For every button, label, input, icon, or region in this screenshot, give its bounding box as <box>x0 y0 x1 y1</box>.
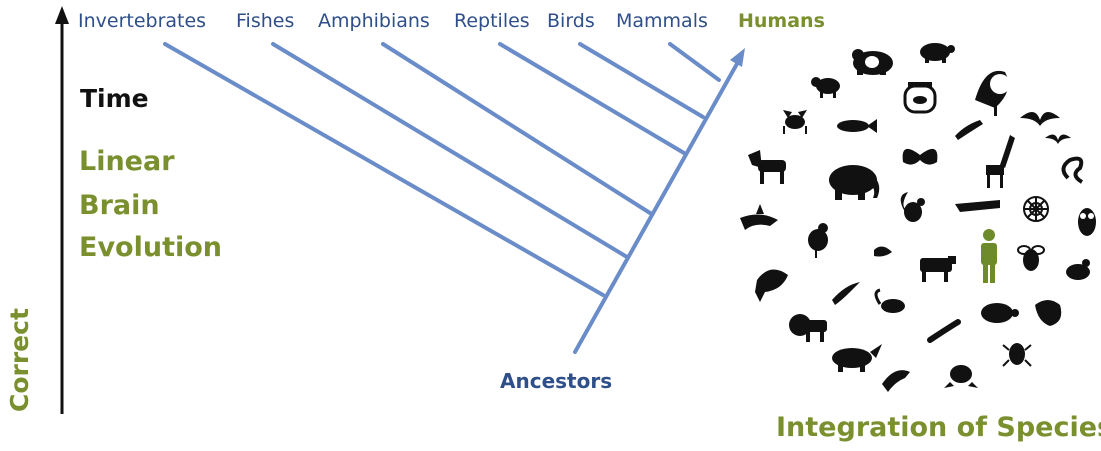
trunk-line <box>575 62 738 352</box>
beetle-icon <box>1003 343 1031 366</box>
bird-icon <box>882 370 910 392</box>
snake-icon <box>1063 159 1082 182</box>
crocodile-icon <box>955 200 1000 212</box>
butterfly-icon <box>903 149 938 165</box>
sheep-icon <box>811 77 840 98</box>
label-invertebrates: Invertebrates <box>78 10 206 32</box>
whale-icon <box>755 270 788 302</box>
linear-label: Linear <box>79 146 175 177</box>
integration-caption: Integration of Species <box>776 412 1101 443</box>
shark-icon <box>740 204 778 230</box>
turtle-icon <box>981 303 1019 323</box>
bee-icon <box>1018 246 1044 271</box>
label-birds: Birds <box>547 10 595 32</box>
label-amphibians: Amphibians <box>318 10 430 32</box>
owl-icon <box>1078 208 1096 236</box>
panda-icon <box>852 49 893 75</box>
branch-fishes <box>273 44 627 257</box>
evolution-label: Evolution <box>79 232 222 263</box>
lion-icon <box>789 314 827 342</box>
rhinoceros-icon <box>832 344 882 372</box>
label-mammals: Mammals <box>616 10 708 32</box>
turtle-icon <box>920 43 955 63</box>
elephant-icon <box>829 165 879 200</box>
caterpillar-icon <box>930 322 958 340</box>
spider-web-icon <box>1024 197 1048 221</box>
ancestors-label: Ancestors <box>500 369 612 393</box>
label-humans: Humans <box>738 10 825 32</box>
human-icon <box>981 229 997 283</box>
brain-icon <box>1035 300 1061 326</box>
time-label: Time <box>80 84 149 113</box>
horse-icon <box>748 150 786 184</box>
label-fishes: Fishes <box>236 10 294 32</box>
time-axis-arrow <box>55 6 69 414</box>
chicken-icon <box>1066 259 1090 280</box>
lizard-icon <box>955 120 983 140</box>
bird-small-icon <box>874 246 892 256</box>
label-reptiles: Reptiles <box>454 10 530 32</box>
squirrel-icon <box>901 192 925 222</box>
fishbowl-icon <box>905 82 935 112</box>
frog-icon <box>944 365 978 388</box>
peacock-icon <box>975 71 1010 116</box>
branch-invertebrates <box>165 44 603 295</box>
rat-icon <box>876 290 905 313</box>
branch-amphibians <box>383 44 650 213</box>
bat-icon <box>1020 112 1071 144</box>
fish-icon <box>837 119 877 133</box>
correct-label: Correct <box>5 332 45 412</box>
trunk-arrowhead <box>730 48 745 67</box>
species-cluster <box>740 43 1096 392</box>
cow-icon <box>920 256 956 282</box>
hummingbird-icon <box>832 282 860 305</box>
branch-mammals <box>670 44 719 80</box>
crab-icon <box>783 110 807 134</box>
rooster-icon <box>808 223 828 258</box>
brain-label: Brain <box>79 190 160 221</box>
giraffe-icon <box>986 135 1015 188</box>
phylogenetic-tree <box>165 44 745 352</box>
